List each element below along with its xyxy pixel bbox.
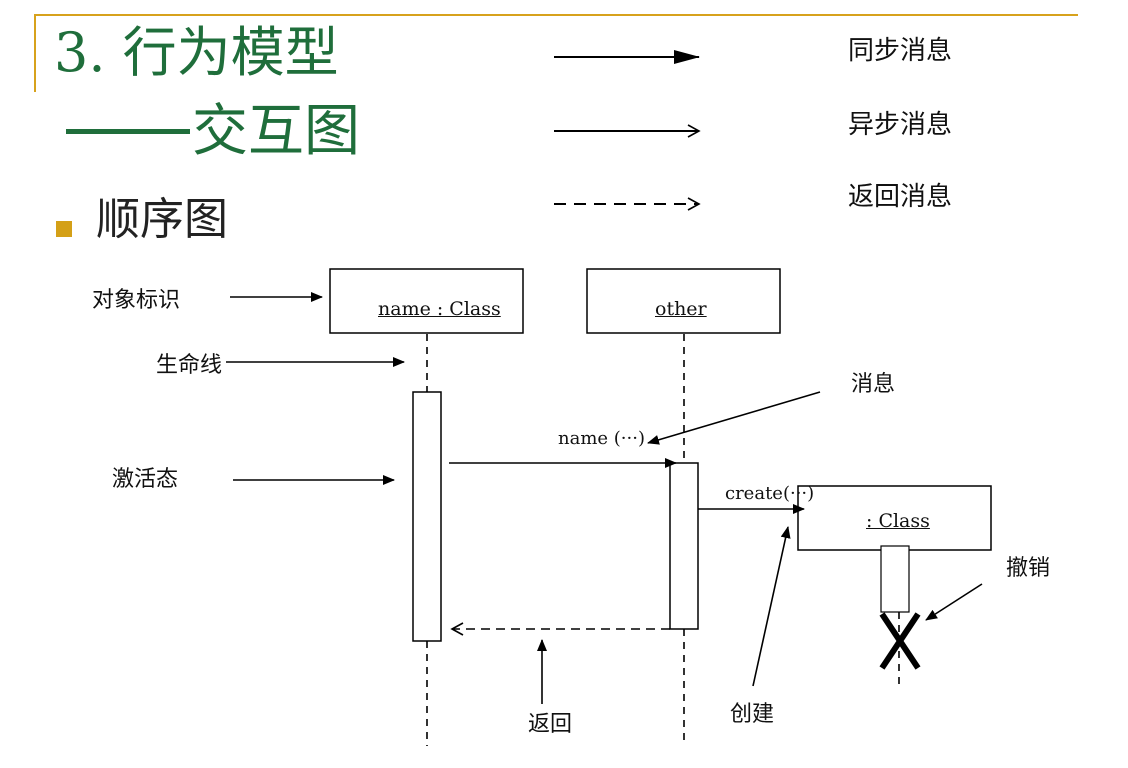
slide-frame-left-rule <box>34 14 36 92</box>
message-call-label: name (···) <box>558 428 645 449</box>
slide-title-line2: 交互图 <box>66 104 360 160</box>
message-create-label: create(···) <box>725 483 815 504</box>
object-name-class: name : Class <box>378 298 501 320</box>
annotation-destroy-arrow <box>925 583 983 621</box>
object-box-other <box>586 268 781 334</box>
annotation-message: 消息 <box>851 372 896 397</box>
destroy-x-stroke-2 <box>879 612 921 670</box>
annotation-message-arrow <box>647 391 821 445</box>
legend-label-return: 返回消息 <box>848 182 953 212</box>
object-box-name-class <box>329 268 524 334</box>
legend-label-sync: 同步消息 <box>848 36 953 66</box>
annotation-object-id: 对象标识 <box>92 288 181 313</box>
slide-title-line1: 3. 行为模型 <box>54 21 339 84</box>
activation-bar-1 <box>412 391 442 642</box>
annotation-destroy: 撤销 <box>1006 556 1051 581</box>
slide-frame-top-rule <box>34 14 1078 16</box>
slide-title-line2-text: 交互图 <box>192 99 360 164</box>
object-other: other <box>655 298 707 320</box>
annotation-create: 创建 <box>730 702 775 727</box>
activation-bar-2 <box>669 462 699 630</box>
annotation-activation: 激活态 <box>112 467 179 492</box>
bullet-text: 顺序图 <box>96 194 228 245</box>
title-dash <box>66 129 190 134</box>
annotation-create-arrow <box>752 526 791 687</box>
activation-bar-3 <box>880 545 910 613</box>
object-box-created-class <box>797 485 992 551</box>
annotation-return: 返回 <box>528 712 573 737</box>
annotation-lifeline: 生命线 <box>156 353 223 378</box>
bullet-square-icon <box>56 221 72 237</box>
legend-label-async: 异步消息 <box>848 110 953 140</box>
object-created-class: : Class <box>866 510 930 532</box>
